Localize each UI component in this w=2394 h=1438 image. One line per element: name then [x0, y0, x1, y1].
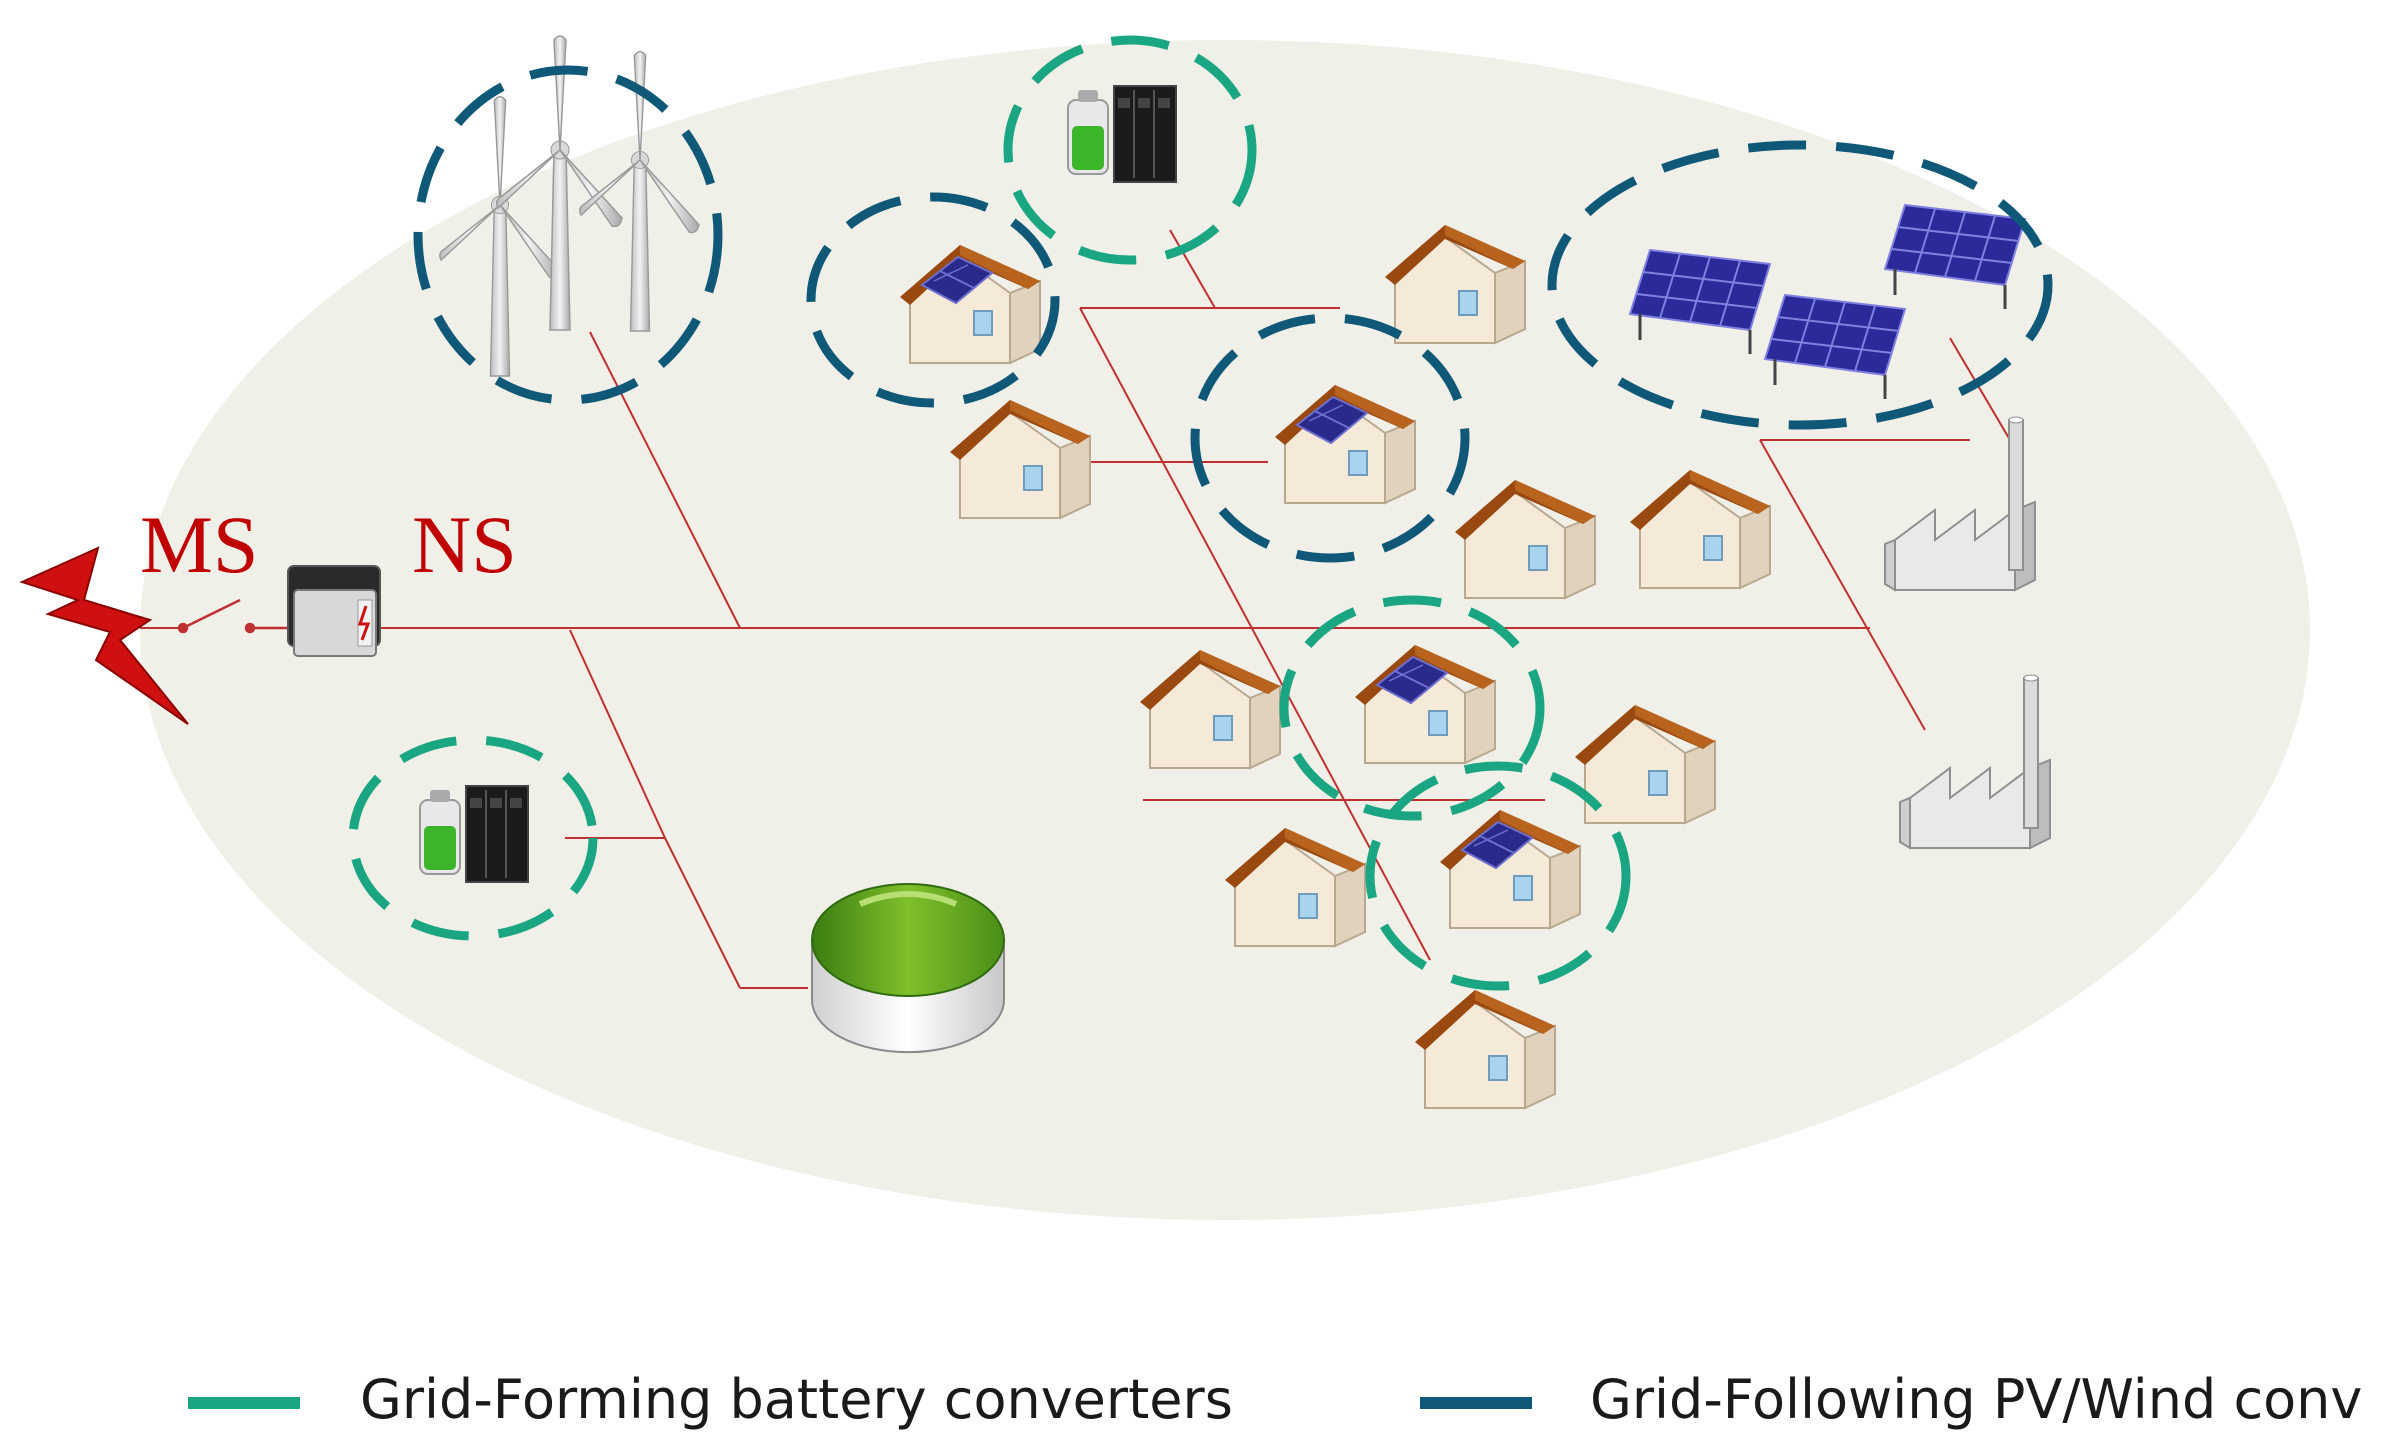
lightning-icon — [19, 546, 189, 725]
ms-label: MS — [140, 499, 259, 590]
legend-grid-forming-swatch — [188, 1397, 300, 1409]
grid-following-marker-house-pv — [806, 192, 1060, 408]
grid-following-markers — [413, 65, 2053, 563]
ms-switch[interactable] — [177, 598, 290, 634]
legend-grid-following-label: Grid-Following PV/Wind conv — [1590, 1368, 2363, 1431]
grid-following-marker-pv-park — [1547, 140, 2053, 430]
grid-following-marker-house-pv — [1190, 313, 1470, 563]
grid-following-marker-wind — [413, 65, 723, 405]
grid-forming-marker-house-pv — [1279, 595, 1545, 821]
battery-storage-icon — [419, 785, 529, 883]
grid-forming-marker-battery — [348, 735, 598, 941]
ns-label: NS — [412, 499, 517, 590]
battery-storage-icon — [1067, 85, 1177, 183]
grid-forming-marker-battery — [1003, 35, 1257, 265]
biogas-tank-icon — [811, 883, 1005, 1054]
grid-forming-marker-house-pv — [1365, 761, 1631, 991]
legend-grid-forming-label: Grid-Forming battery converters — [360, 1368, 1233, 1431]
transformer-icon — [287, 565, 381, 657]
grid-forming-markers — [348, 35, 1631, 991]
legend-grid-following-swatch — [1420, 1397, 1532, 1409]
